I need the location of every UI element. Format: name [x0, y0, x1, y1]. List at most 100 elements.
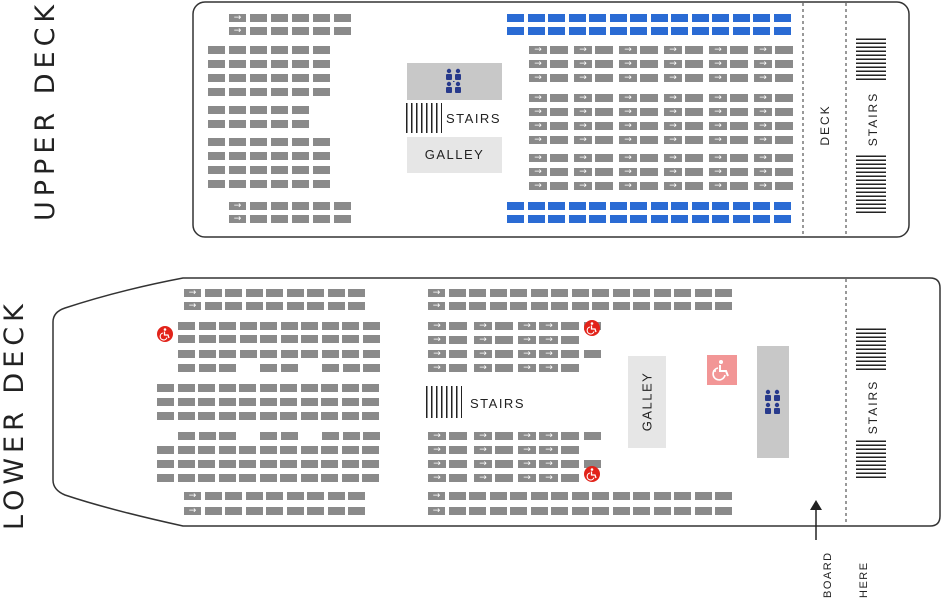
- seat[interactable]: [322, 432, 339, 440]
- seat[interactable]: [250, 202, 267, 210]
- upper-galley[interactable]: GALLEY: [407, 137, 502, 173]
- seat-row-entry[interactable]: →: [664, 167, 682, 177]
- seat[interactable]: [260, 335, 277, 343]
- seat[interactable]: [671, 202, 688, 210]
- seat[interactable]: [271, 60, 288, 68]
- seat[interactable]: [495, 322, 513, 330]
- seat[interactable]: [775, 182, 793, 190]
- seat[interactable]: [592, 302, 609, 310]
- seat[interactable]: [595, 74, 613, 82]
- seat-row-entry[interactable]: →: [518, 459, 536, 469]
- seat-row-entry[interactable]: →: [184, 506, 201, 516]
- seat[interactable]: [561, 460, 579, 468]
- seat[interactable]: [595, 136, 613, 144]
- seat-row-entry[interactable]: →: [474, 321, 492, 331]
- seat-row-entry[interactable]: →: [428, 363, 446, 373]
- seat[interactable]: [313, 180, 330, 188]
- seat[interactable]: [730, 122, 748, 130]
- seat[interactable]: [341, 412, 359, 420]
- seat[interactable]: [341, 398, 359, 406]
- seat[interactable]: [489, 507, 507, 515]
- seat[interactable]: [551, 507, 568, 515]
- seat[interactable]: [449, 350, 467, 358]
- seat[interactable]: [571, 302, 589, 310]
- seat[interactable]: [229, 60, 246, 68]
- seat[interactable]: [219, 432, 236, 440]
- seat[interactable]: [633, 507, 650, 515]
- seat[interactable]: [280, 432, 298, 440]
- seat[interactable]: [775, 60, 793, 68]
- seat[interactable]: [550, 154, 568, 162]
- seat[interactable]: [300, 446, 318, 454]
- seat[interactable]: [584, 350, 601, 358]
- seat[interactable]: [259, 446, 277, 454]
- seat[interactable]: [362, 322, 380, 330]
- seat-row-entry[interactable]: →: [428, 288, 445, 298]
- seat[interactable]: [595, 60, 613, 68]
- seat[interactable]: [286, 302, 304, 310]
- seat[interactable]: [595, 46, 613, 54]
- seat[interactable]: [313, 27, 330, 35]
- seat[interactable]: [612, 302, 630, 310]
- seat-row-entry[interactable]: →: [184, 491, 201, 501]
- seat-row-entry[interactable]: →: [229, 214, 246, 224]
- seat[interactable]: [334, 14, 351, 22]
- seat-row-entry[interactable]: →: [518, 473, 536, 483]
- seat-row-entry[interactable]: →: [664, 45, 682, 55]
- seat[interactable]: [204, 492, 222, 500]
- seat-row-entry[interactable]: →: [428, 491, 445, 501]
- seat[interactable]: [640, 108, 658, 116]
- seat[interactable]: [327, 492, 345, 500]
- seat[interactable]: [313, 60, 330, 68]
- seat[interactable]: [348, 302, 365, 310]
- seat-row-entry[interactable]: →: [709, 107, 727, 117]
- seat-row-entry[interactable]: →: [754, 107, 772, 117]
- seat[interactable]: [292, 215, 309, 223]
- seat[interactable]: [495, 460, 513, 468]
- seat[interactable]: [685, 46, 703, 54]
- seat[interactable]: [225, 507, 242, 515]
- seat[interactable]: [334, 215, 351, 223]
- seat[interactable]: [640, 168, 658, 176]
- seat[interactable]: [280, 364, 298, 372]
- seat[interactable]: [292, 166, 309, 174]
- seat[interactable]: [449, 322, 467, 330]
- seat-row-entry[interactable]: →: [754, 153, 772, 163]
- seat-row-entry[interactable]: →: [664, 135, 682, 145]
- seat-row-entry[interactable]: →: [619, 167, 637, 177]
- seat[interactable]: [229, 120, 246, 128]
- seat[interactable]: [691, 215, 709, 223]
- seat[interactable]: [178, 364, 195, 372]
- seat[interactable]: [653, 492, 671, 500]
- seat[interactable]: [671, 215, 688, 223]
- seat[interactable]: [495, 474, 513, 482]
- seat[interactable]: [730, 94, 748, 102]
- lower-restroom[interactable]: [757, 346, 789, 458]
- seat[interactable]: [362, 398, 379, 406]
- seat[interactable]: [301, 350, 318, 358]
- seat[interactable]: [280, 412, 297, 420]
- seat[interactable]: [449, 336, 467, 344]
- seat[interactable]: [753, 215, 770, 223]
- seat[interactable]: [568, 215, 586, 223]
- seat[interactable]: [300, 384, 318, 392]
- seat-row-entry[interactable]: →: [664, 73, 682, 83]
- seat-row-entry[interactable]: →: [540, 349, 558, 359]
- seat-row-entry[interactable]: →: [428, 473, 446, 483]
- seat[interactable]: [640, 154, 658, 162]
- seat[interactable]: [198, 364, 216, 372]
- seat[interactable]: [313, 138, 330, 146]
- seat[interactable]: [342, 335, 359, 343]
- seat[interactable]: [300, 474, 318, 482]
- seat-row-entry[interactable]: →: [664, 153, 682, 163]
- seat[interactable]: [685, 74, 703, 82]
- seat[interactable]: [250, 120, 267, 128]
- seat[interactable]: [177, 474, 195, 482]
- seat-row-entry[interactable]: →: [709, 59, 727, 69]
- seat[interactable]: [715, 302, 732, 310]
- seat[interactable]: [685, 136, 703, 144]
- seat[interactable]: [568, 202, 586, 210]
- seat[interactable]: [322, 364, 339, 372]
- seat[interactable]: [469, 492, 486, 500]
- seat[interactable]: [250, 27, 267, 35]
